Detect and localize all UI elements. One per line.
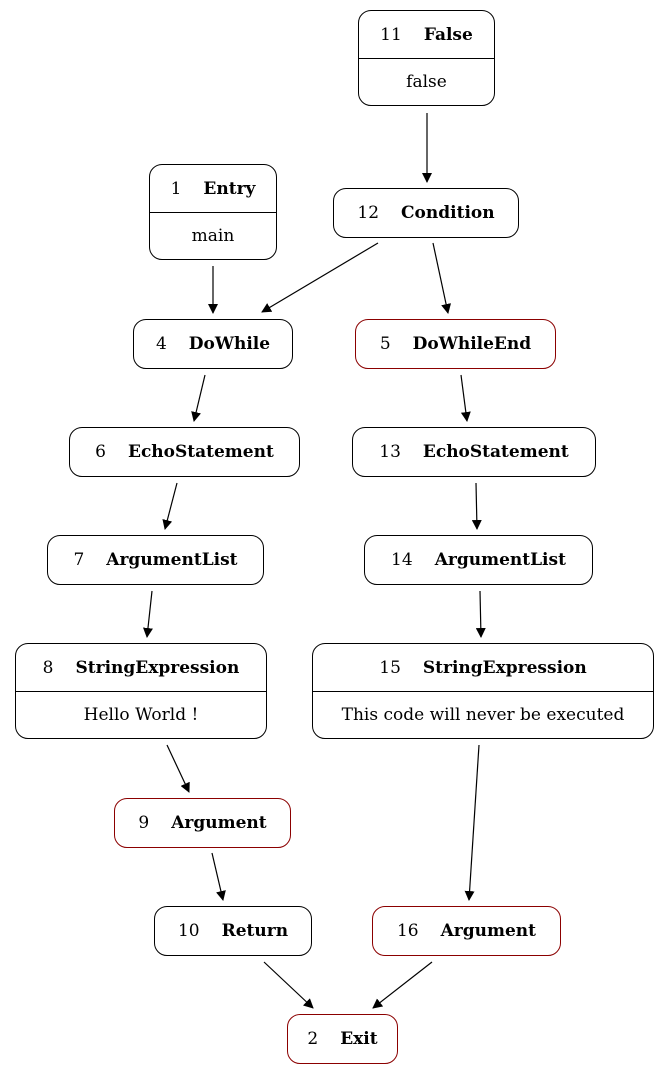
edge-5-to-13 (460, 374, 471, 422)
edge-10-to-2 (263, 961, 314, 1009)
node-value: This code will never be executed (341, 705, 625, 725)
node-number: 6 (95, 442, 106, 462)
node-value: Hello World ! (83, 705, 199, 725)
edge-7-to-8 (143, 590, 153, 638)
node-header: 12 Condition (334, 189, 518, 237)
node-kind: ArgumentList (434, 550, 566, 570)
node-kind: StringExpression (422, 657, 587, 678)
node-kind: False (423, 24, 473, 45)
node-number: 11 (380, 24, 402, 45)
edge-13-to-14 (471, 482, 482, 530)
node-1: 1 Entry main (149, 164, 277, 260)
node-number: 10 (177, 921, 200, 941)
edge-15-to-16 (464, 744, 480, 901)
node-number: 5 (379, 334, 391, 354)
node-kind: Condition (401, 203, 495, 223)
node-kind: Argument (171, 813, 267, 833)
edge-12-to-4 (261, 242, 379, 313)
node-kind: EchoStatement (422, 442, 569, 462)
node-kind: ArgumentList (106, 550, 238, 570)
node-header: 6 EchoStatement (70, 428, 299, 476)
node-header: 13 EchoStatement (353, 428, 595, 476)
node-number: 12 (357, 203, 380, 223)
node-number: 15 (379, 657, 401, 678)
node-value: main (191, 226, 235, 246)
node-kind: Exit (340, 1029, 378, 1049)
node-5: 5 DoWhileEnd (355, 319, 556, 369)
node-kind: Argument (440, 921, 537, 941)
node-header: 8 StringExpression (16, 644, 266, 692)
node-number: 2 (307, 1029, 319, 1049)
node-number: 4 (155, 334, 167, 354)
node-6: 6 EchoStatement (69, 427, 300, 477)
node-13: 13 EchoStatement (352, 427, 596, 477)
node-number: 1 (170, 178, 182, 199)
node-header: 16 Argument (373, 907, 560, 955)
node-number: 14 (391, 550, 413, 570)
node-7: 7 ArgumentList (47, 535, 264, 585)
edge-6-to-7 (162, 482, 178, 530)
node-header: 7 ArgumentList (48, 536, 263, 584)
node-number: 8 (42, 657, 54, 678)
node-14: 14 ArgumentList (364, 535, 593, 585)
node-kind: StringExpression (75, 657, 240, 678)
node-9: 9 Argument (114, 798, 291, 848)
node-header: 9 Argument (115, 799, 290, 847)
node-number: 7 (73, 550, 85, 570)
node-header: 4 DoWhile (134, 320, 292, 368)
node-header: 14 ArgumentList (365, 536, 592, 584)
node-number: 16 (396, 921, 419, 941)
node-16: 16 Argument (372, 906, 561, 956)
node-kind: DoWhileEnd (412, 334, 532, 354)
edge-16-to-2 (372, 961, 433, 1009)
node-2: 2 Exit (287, 1014, 398, 1064)
node-header: 1 Entry (150, 165, 276, 213)
edge-8-to-9 (166, 744, 190, 793)
node-header: 11 False (359, 11, 494, 59)
node-11: 11 False false (358, 10, 495, 106)
node-kind: Return (221, 921, 289, 941)
node-10: 10 Return (154, 906, 312, 956)
node-value: false (406, 72, 447, 92)
node-header: 5 DoWhileEnd (356, 320, 555, 368)
node-kind: Entry (203, 178, 256, 199)
node-number: 13 (379, 442, 401, 462)
node-12: 12 Condition (333, 188, 519, 238)
edge-14-to-15 (475, 590, 486, 638)
node-kind: EchoStatement (127, 442, 274, 462)
node-4: 4 DoWhile (133, 319, 293, 369)
node-kind: DoWhile (188, 334, 271, 354)
node-header: 15 StringExpression (313, 644, 653, 692)
edge-12-to-5 (432, 242, 452, 314)
node-header: 10 Return (155, 907, 311, 955)
node-header: 2 Exit (288, 1015, 397, 1063)
node-number: 9 (138, 813, 150, 833)
edge-4-to-6 (191, 374, 206, 422)
edge-9-to-10 (211, 852, 226, 901)
